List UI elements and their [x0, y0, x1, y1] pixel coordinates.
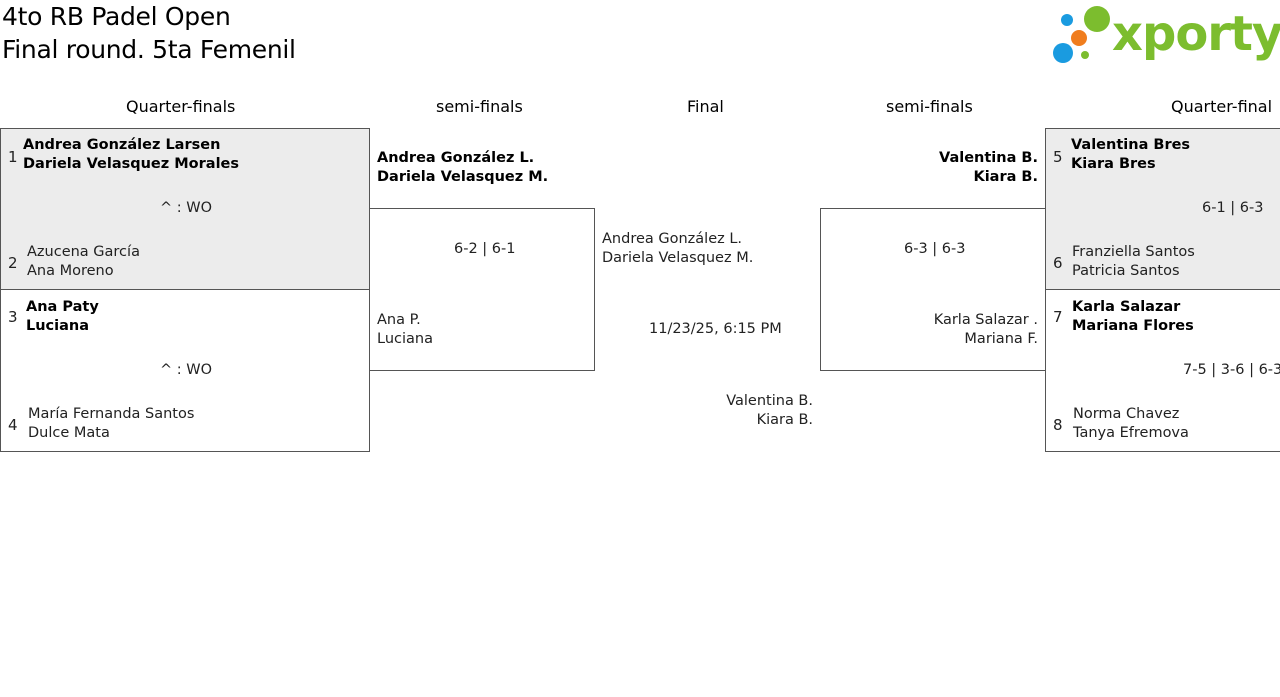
col-left-semifinals: semi-finals	[436, 97, 523, 116]
player-name: Patricia Santos	[1072, 263, 1180, 279]
seed-number: 4	[8, 416, 18, 434]
match-result: ^ : WO	[160, 200, 213, 216]
seed-number: 3	[8, 308, 18, 326]
seed-number: 2	[8, 254, 18, 272]
player-name: Dulce Mata	[28, 425, 110, 441]
match-box-qf4[interactable]: 7 Karla Salazar Mariana Flores 7-5 | 3-6…	[1045, 289, 1280, 452]
player-name: Dariela Velasquez Morales	[23, 156, 240, 172]
final-datetime: 11/23/25, 6:15 PM	[649, 321, 782, 337]
match-score: 6-2 | 6-1	[454, 241, 516, 257]
player-name: Andrea González Larsen	[23, 137, 221, 153]
match-box-left-semi[interactable]: 6-2 | 6-1 Ana P. Luciana	[369, 208, 595, 371]
player-name: Luciana	[377, 331, 433, 347]
player-name: Valentina B.	[939, 150, 1038, 166]
player-name: Franziella Santos	[1072, 244, 1195, 260]
match-box-qf3[interactable]: 5 Valentina Bres Kiara Bres 6-1 | 6-3 6 …	[1045, 128, 1280, 290]
col-right-semifinals: semi-finals	[886, 97, 973, 116]
player-name: Kiara Bres	[1071, 156, 1156, 172]
player-name: Karla Salazar .	[933, 312, 1038, 328]
match-box-qf2[interactable]: 3 Ana Paty Luciana ^ : WO 4 María Fernan…	[0, 289, 370, 452]
xporty-logo: xporty	[1050, 4, 1280, 68]
player-name: Andrea González L.	[602, 231, 743, 247]
col-final: Final	[687, 97, 724, 116]
match-result: 6-1 | 6-3	[1202, 200, 1264, 216]
tournament-title: 4to RB Padel Open	[2, 2, 231, 31]
match-score: 6-3 | 6-3	[904, 241, 966, 257]
player-name: Luciana	[26, 318, 90, 334]
player-name: Ana P.	[377, 312, 421, 328]
player-name: Azucena García	[27, 244, 140, 260]
xporty-logo-text: xporty	[1112, 6, 1280, 62]
player-name: Ana Moreno	[27, 263, 114, 279]
seed-number: 5	[1053, 148, 1063, 166]
match-box-right-semi[interactable]: 6-3 | 6-3 Karla Salazar . Mariana F.	[820, 208, 1046, 371]
player-name: Tanya Efremova	[1073, 425, 1189, 441]
player-name: Mariana F.	[964, 331, 1038, 347]
player-name: María Fernanda Santos	[28, 406, 195, 422]
col-left-quarterfinals: Quarter-finals	[126, 97, 236, 116]
seed-number: 6	[1053, 254, 1063, 272]
xporty-logo-graphic	[1053, 6, 1110, 63]
match-result: 7-5 | 3-6 | 6-3	[1183, 362, 1280, 378]
seed-number: 8	[1053, 416, 1063, 434]
match-result: ^ : WO	[160, 362, 213, 378]
player-name: Andrea González L.	[377, 150, 535, 166]
round-subtitle: Final round. 5ta Femenil	[2, 35, 296, 64]
player-name: Karla Salazar	[1072, 299, 1181, 315]
player-name: Dariela Velasquez M.	[602, 250, 754, 266]
seed-number: 1	[8, 148, 18, 166]
player-name: Mariana Flores	[1072, 318, 1194, 334]
seed-number: 7	[1053, 308, 1063, 326]
player-name: Valentina B.	[726, 393, 813, 409]
player-name: Valentina Bres	[1071, 137, 1191, 153]
player-name: Kiara B.	[756, 412, 813, 428]
player-name: Dariela Velasquez M.	[377, 169, 549, 185]
col-right-quarterfinals: Quarter-final	[1171, 97, 1273, 116]
player-name: Norma Chavez	[1073, 406, 1180, 422]
player-name: Kiara B.	[973, 169, 1038, 185]
player-name: Ana Paty	[26, 299, 99, 315]
match-box-qf1[interactable]: 1 Andrea González Larsen Dariela Velasqu…	[0, 128, 370, 290]
